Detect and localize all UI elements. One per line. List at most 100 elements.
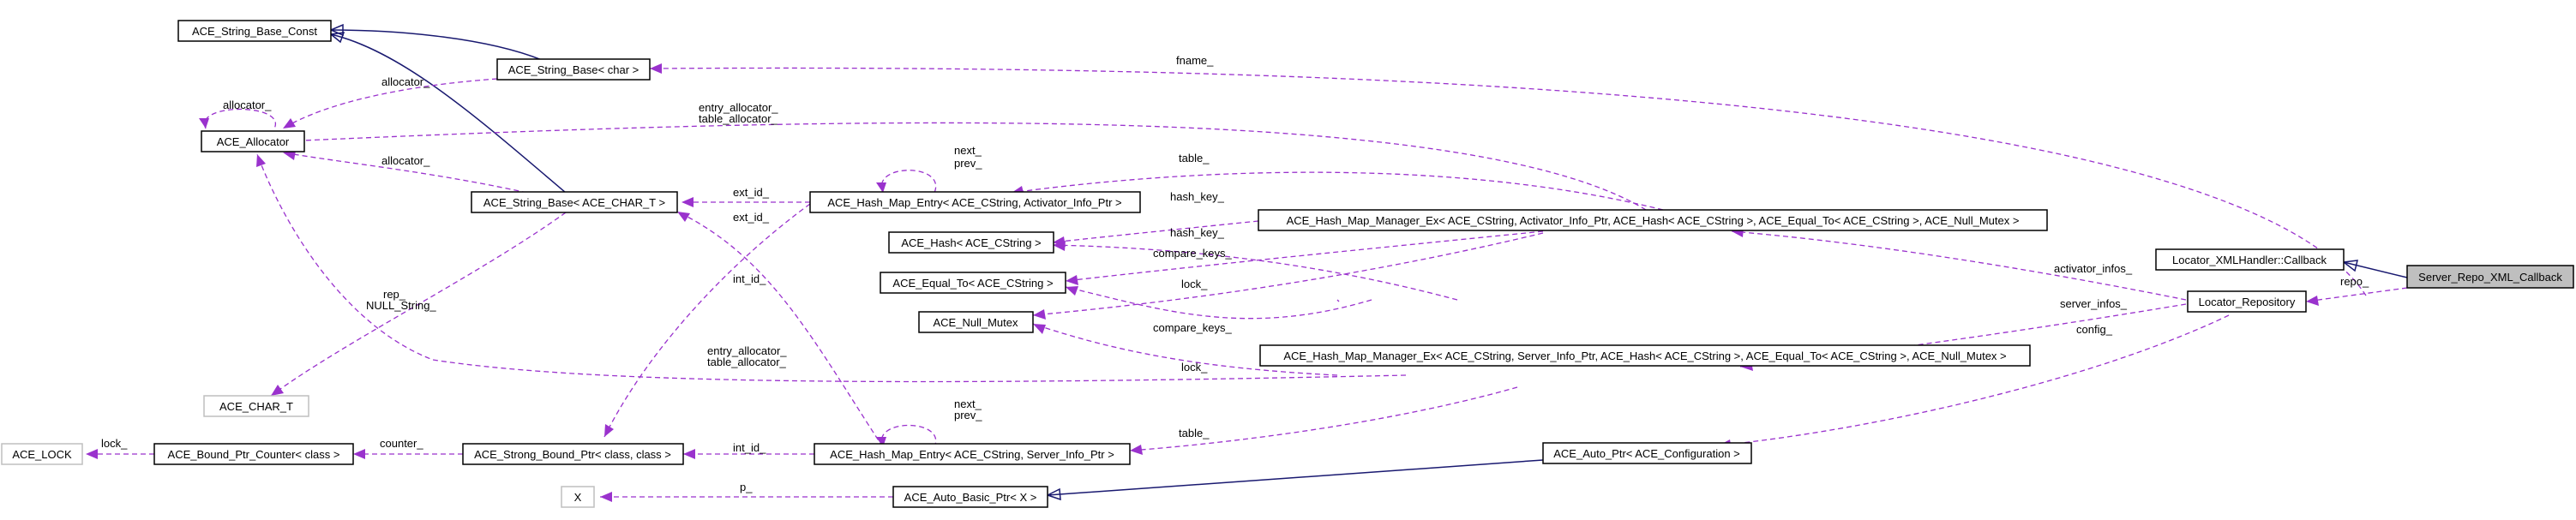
node-hash-map-manager-server[interactable]: ACE_Hash_Map_Manager_Ex< ACE_CString, Se…	[1259, 344, 2031, 367]
node-ace-null-mutex[interactable]: ACE_Null_Mutex	[918, 311, 1034, 333]
arrowhead	[677, 212, 690, 222]
edge-label-allocator-char-t: allocator_	[381, 154, 430, 167]
edge-label-entry-allocator-2: entry_allocator_	[707, 344, 787, 357]
edge-compare-keys-2	[1336, 299, 1340, 302]
edge-label-p: p_	[740, 481, 753, 493]
edge-lock-2	[1032, 323, 1338, 376]
node-ace-lock[interactable]: ACE_LOCK	[1, 443, 83, 465]
edge-string-base-char-t-inherits-const	[330, 33, 567, 194]
edge-compare-keys-1	[1065, 230, 1544, 282]
node-ace-equal-to-cstring[interactable]: ACE_Equal_To< ACE_CString >	[880, 272, 1066, 294]
edge-table-server	[1129, 386, 1518, 451]
edge-hash-key-1	[1052, 220, 1259, 243]
edge-label-hash-key: hash_key_	[1170, 190, 1225, 203]
edge-label-null-string: NULL_String_	[366, 299, 436, 312]
arrowhead	[1053, 241, 1066, 251]
edge-compare-keys-2-path	[1065, 286, 1372, 320]
arrowhead-inherit	[329, 23, 344, 37]
edge-label-allocator-self: allocator_	[223, 99, 272, 111]
svg-text:ACE_Hash_Map_Manager_Ex< ACE_C: ACE_Hash_Map_Manager_Ex< ACE_CString, Ac…	[1287, 214, 2020, 227]
svg-text:ACE_Hash_Map_Entry< ACE_CStrin: ACE_Hash_Map_Entry< ACE_CString, Server_…	[830, 448, 1114, 461]
svg-text:ACE_LOCK: ACE_LOCK	[12, 448, 72, 461]
node-locator-repository[interactable]: Locator_Repository	[2187, 290, 2307, 313]
arrowhead	[2306, 296, 2319, 306]
edge-int-id-1	[603, 203, 811, 438]
edge-label-allocator-char: allocator_	[381, 75, 430, 88]
node-ace-bound-ptr-counter[interactable]: ACE_Bound_Ptr_Counter< class >	[153, 443, 354, 465]
edge-hmm-activator-to-allocator	[282, 122, 1647, 211]
edge-label-ext-id: ext_id_	[733, 211, 770, 224]
arrowhead	[683, 449, 695, 459]
edge-allocator-self	[203, 108, 277, 129]
node-ace-auto-ptr-configuration[interactable]: ACE_Auto_Ptr< ACE_Configuration >	[1542, 442, 1752, 464]
node-ace-string-base-const[interactable]: ACE_String_Base_Const	[177, 20, 332, 42]
edges	[86, 23, 2408, 502]
edge-auto-ptr-inherits-auto-basic	[1047, 459, 1544, 496]
edge-ext-id-2	[676, 211, 884, 448]
edge-config	[1718, 314, 2230, 446]
edge-label-lock-counter: lock_	[101, 437, 128, 450]
arrowhead	[199, 118, 209, 129]
edge-label-prev-2: prev_	[954, 409, 982, 421]
svg-text:ACE_Null_Mutex: ACE_Null_Mutex	[934, 316, 1018, 329]
edge-hash-key-2	[1052, 244, 1458, 301]
edge-label-prev: prev_	[954, 157, 982, 170]
arrowhead-inherit	[2342, 260, 2358, 272]
edge-lock-1	[1032, 232, 1544, 316]
edge-label-table: table_	[1179, 152, 1210, 164]
svg-text:ACE_Auto_Ptr< ACE_Configuratio: ACE_Auto_Ptr< ACE_Configuration >	[1553, 447, 1740, 460]
arrowhead	[353, 449, 365, 459]
edge-label-next: next_	[954, 144, 982, 157]
arrowhead	[876, 182, 886, 193]
node-ace-char-t[interactable]: ACE_CHAR_T	[203, 395, 309, 417]
arrowhead-inherit	[1046, 487, 1061, 501]
node-ace-hash-cstring[interactable]: ACE_Hash< ACE_CString >	[888, 231, 1054, 254]
arrowhead	[600, 492, 612, 502]
node-x[interactable]: X	[561, 486, 595, 508]
edge-label-fname: fname_	[1176, 54, 1214, 67]
edge-label-compare-keys: compare_keys_	[1153, 321, 1233, 334]
nodes: ACE_String_Base_Const ACE_String_Base< c…	[1, 20, 2574, 508]
node-ace-auto-basic-ptr[interactable]: ACE_Auto_Basic_Ptr< X >	[892, 486, 1048, 508]
edge-char-to-allocator	[282, 78, 498, 129]
edge-label-lock: lock_	[1181, 361, 1208, 374]
arrowhead	[1033, 309, 1046, 320]
node-ace-string-base-char-t[interactable]: ACE_String_Base< ACE_CHAR_T >	[471, 191, 678, 213]
arrowhead	[86, 449, 98, 459]
edge-label-table-allocator: table_allocator_	[699, 112, 778, 125]
svg-text:ACE_String_Base< ACE_CHAR_T >: ACE_String_Base< ACE_CHAR_T >	[483, 196, 665, 209]
edge-label-next-2: next_	[954, 397, 982, 410]
node-hash-map-entry-server[interactable]: ACE_Hash_Map_Entry< ACE_CString, Server_…	[814, 443, 1131, 465]
svg-text:ACE_Hash< ACE_CString >: ACE_Hash< ACE_CString >	[901, 236, 1041, 249]
arrowhead	[682, 197, 694, 207]
node-locator-xmlhandler-callback[interactable]: Locator_XMLHandler::Callback	[2155, 248, 2345, 271]
svg-text:ACE_Bound_Ptr_Counter< class >: ACE_Bound_Ptr_Counter< class >	[168, 448, 340, 461]
edge-string-base-char-inherits-const	[330, 29, 543, 61]
svg-text:Locator_XMLHandler::Callback: Locator_XMLHandler::Callback	[2172, 254, 2327, 266]
node-ace-strong-bound-ptr[interactable]: ACE_Strong_Bound_Ptr< class, class >	[462, 443, 684, 465]
arrowhead	[1130, 445, 1143, 455]
arrowhead	[1033, 324, 1046, 334]
node-ace-allocator[interactable]: ACE_Allocator	[201, 130, 305, 152]
svg-text:Locator_Repository: Locator_Repository	[2199, 296, 2296, 308]
edge-label-table-2: table_	[1179, 427, 1210, 439]
arrowhead	[256, 154, 266, 167]
edge-label-ext-id: ext_id_	[733, 186, 770, 199]
edge-labels: allocator_ allocator_ allocator_ entry_a…	[101, 54, 2369, 493]
svg-text:ACE_Hash_Map_Manager_Ex< ACE_C: ACE_Hash_Map_Manager_Ex< ACE_CString, Se…	[1283, 350, 2006, 362]
edge-label-table-allocator-2: table_allocator_	[707, 356, 787, 368]
node-hash-map-manager-activator[interactable]: ACE_Hash_Map_Manager_Ex< ACE_CString, Ac…	[1258, 209, 2048, 231]
edge-label-repo: repo_	[2340, 275, 2369, 288]
node-hash-map-entry-activator[interactable]: ACE_Hash_Map_Entry< ACE_CString, Activat…	[809, 191, 1141, 213]
edge-label-counter: counter_	[380, 437, 423, 450]
node-server-repo-xml-callback[interactable]: Server_Repo_XML_Callback	[2406, 265, 2574, 289]
node-ace-string-base-char[interactable]: ACE_String_Base< char >	[496, 58, 651, 81]
svg-text:ACE_Strong_Bound_Ptr< class, c: ACE_Strong_Bound_Ptr< class, class >	[474, 448, 671, 461]
arrowhead	[1066, 275, 1078, 285]
edge-repo-callback-inherits-xml-callback	[2343, 261, 2408, 278]
svg-text:ACE_Allocator: ACE_Allocator	[217, 135, 290, 148]
svg-text:ACE_String_Base_Const: ACE_String_Base_Const	[192, 25, 317, 38]
arrowhead	[283, 151, 296, 160]
edge-rep-null-string	[270, 212, 567, 397]
